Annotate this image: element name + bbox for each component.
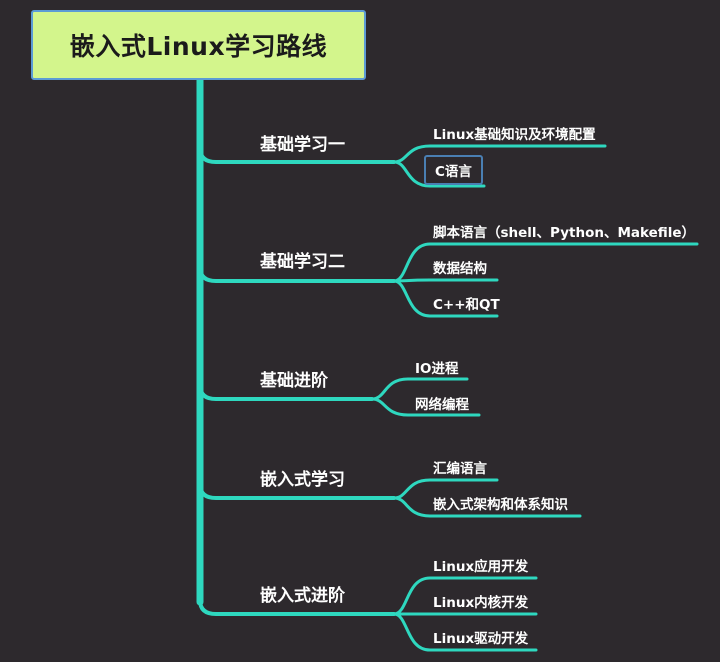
leaf-label: C语言 bbox=[435, 164, 472, 180]
leaf-label: IO进程 bbox=[415, 361, 459, 377]
leaf-line-4-2 bbox=[392, 496, 582, 518]
leaf-line-2-2 bbox=[392, 278, 499, 283]
leaf-topic[interactable]: Linux基础知识及环境配置 bbox=[433, 123, 596, 143]
leaf-topic[interactable]: 脚本语言（shell、Python、Makefile） bbox=[433, 221, 695, 241]
branch-line-3 bbox=[198, 383, 374, 401]
leaf-topic[interactable]: C++和QT bbox=[433, 293, 500, 313]
branch-topic-basics-2[interactable]: 基础学习二 bbox=[260, 247, 345, 272]
leaf-label: C++和QT bbox=[433, 297, 500, 313]
branch-line-2 bbox=[198, 265, 396, 283]
branch-label: 嵌入式学习 bbox=[260, 470, 345, 490]
leaf-topic[interactable]: 数据结构 bbox=[433, 257, 487, 277]
branch-label: 基础学习一 bbox=[260, 135, 345, 155]
leaf-label: 汇编语言 bbox=[433, 461, 487, 477]
branch-line-4 bbox=[198, 482, 396, 500]
leaf-line-5-3 bbox=[392, 612, 538, 652]
leaf-topic[interactable]: 嵌入式架构和体系知识 bbox=[433, 493, 568, 513]
leaf-label: 脚本语言（shell、Python、Makefile） bbox=[433, 225, 696, 241]
leaf-topic[interactable]: IO进程 bbox=[415, 357, 459, 377]
root-topic[interactable]: 嵌入式Linux学习路线 bbox=[31, 10, 366, 80]
leaf-label: Linux基础知识及环境配置 bbox=[433, 127, 596, 143]
leaf-label: Linux应用开发 bbox=[433, 559, 529, 575]
root-topic-label: 嵌入式Linux学习路线 bbox=[69, 32, 328, 61]
leaf-label: Linux驱动开发 bbox=[433, 631, 529, 647]
leaf-topic[interactable]: Linux驱动开发 bbox=[433, 627, 528, 647]
leaf-line-1-2 bbox=[392, 160, 486, 188]
branch-line-5 bbox=[198, 598, 396, 616]
leaf-topic-selected[interactable]: C语言 bbox=[424, 155, 483, 185]
branch-topic-embedded-advanced[interactable]: 嵌入式进阶 bbox=[260, 581, 345, 606]
branch-label: 基础进阶 bbox=[260, 371, 328, 391]
leaf-line-3-2 bbox=[370, 397, 481, 417]
leaf-label: 嵌入式架构和体系知识 bbox=[433, 497, 568, 513]
leaf-topic[interactable]: Linux内核开发 bbox=[433, 591, 528, 611]
branch-topic-embedded-learning[interactable]: 嵌入式学习 bbox=[260, 465, 345, 490]
branch-line-1 bbox=[198, 146, 396, 164]
leaf-label: 数据结构 bbox=[433, 261, 487, 277]
leaf-topic[interactable]: Linux应用开发 bbox=[433, 555, 528, 575]
branch-label: 基础学习二 bbox=[260, 252, 345, 272]
branch-topic-basics-advanced[interactable]: 基础进阶 bbox=[260, 366, 328, 391]
branch-topic-basics-1[interactable]: 基础学习一 bbox=[260, 130, 345, 155]
branch-label: 嵌入式进阶 bbox=[260, 586, 345, 606]
leaf-topic[interactable]: 汇编语言 bbox=[433, 457, 487, 477]
leaf-line-2-3 bbox=[392, 279, 499, 318]
leaf-label: 网络编程 bbox=[415, 397, 469, 413]
leaf-label: Linux内核开发 bbox=[433, 595, 529, 611]
leaf-topic[interactable]: 网络编程 bbox=[415, 393, 469, 413]
